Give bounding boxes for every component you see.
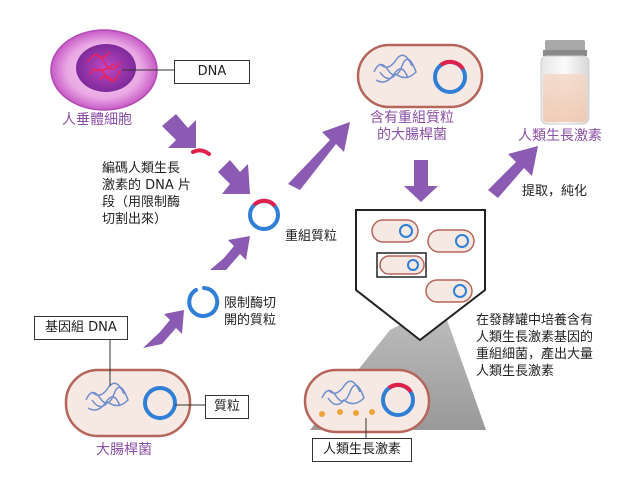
human-cell [50,29,158,111]
arrow-ecoli-to-tank [404,160,438,202]
arrow-plasmid-to-ecoli [288,122,350,190]
recombinant-ecoli-label: 含有重組質粒 的大腸桿菌 [370,110,454,143]
arrow-ecoli-to-cut [143,310,184,348]
dna-label-box: DNA [174,60,250,84]
gene-fragment-label: 編碼人類生長 激素的 DNA 片 段（用限制酶 切割出來） [102,161,191,227]
arrow-cut-to-recombinant [210,236,250,270]
recombinant-plasmid-label: 重組質粒 [285,229,338,244]
process-arrows [143,114,538,348]
gene-fragment-icon [191,148,211,156]
arrow-cell-to-fragment [162,114,196,148]
ecoli-bottom-label: 大腸桿菌 [96,442,152,458]
human-cell-label: 人垂體細胞 [62,112,132,128]
plasmid-label-box: 質粒 [205,395,250,419]
genomic-dna-label-box: 基因組 DNA [34,316,128,340]
cut-plasmid-label: 限制酶切 開的質粒 [224,296,277,328]
recombinant-ecoli-cell [356,43,484,109]
hgh-product-label: 人類生長激素 [518,128,602,144]
fermentation-label: 在發酵罐中培養含有 人類生長激素基因的 重組細菌，產出大量 人類生長激素 [476,313,594,379]
hgh-bottle-icon [540,40,590,125]
arrow-tank-to-product [488,146,538,198]
zoomed-recombinant-ecoli [303,368,431,434]
ecoli-bottom-cell [64,368,192,438]
recombinant-plasmid-icon [248,198,280,231]
cut-plasmid-icon [187,286,220,318]
arrow-fragment-to-plasmid [218,160,250,194]
hgh-label-box: 人類生長激素 [312,438,413,462]
extract-purify-label: 提取，純化 [522,184,588,199]
